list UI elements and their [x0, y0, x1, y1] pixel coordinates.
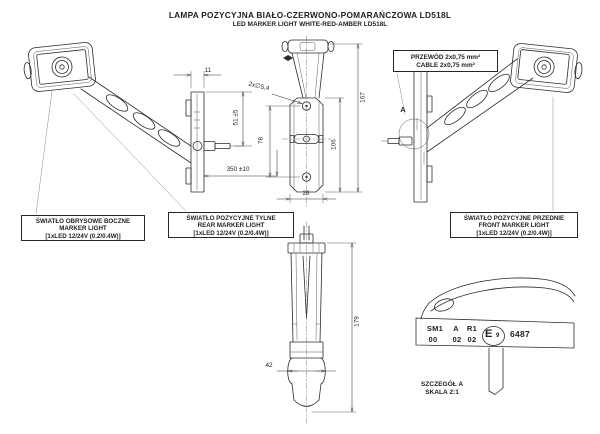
- dim-cable-length: 350 ±10: [226, 166, 250, 173]
- marking-02a: 02: [452, 335, 462, 344]
- e-mark-letter: E: [485, 328, 493, 340]
- rear-marker-en: REAR MARKER LIGHT: [197, 222, 265, 230]
- view-front-bracket: [265, 35, 363, 207]
- marking-02b: 02: [467, 335, 477, 344]
- e-mark-number: 6487: [509, 329, 531, 339]
- title-english: LED MARKER LIGHT WHITE-RED-AMBER LD518L: [232, 21, 388, 28]
- cable-callout-box: PRZEWÓD 2x0,75 mm² CABLE 2x0,75 mm²: [393, 50, 498, 72]
- front-marker-en: FRONT MARKER LIGHT: [478, 222, 550, 230]
- marking-a: A: [453, 324, 459, 333]
- title-polish: LAMPA POZYCYJNA BIAŁO-CZERWONO-POMARAŃCZ…: [168, 10, 452, 20]
- drawing-title: LAMPA POZYCYJNA BIAŁO-CZERWONO-POMARAŃCZ…: [80, 10, 540, 28]
- front-marker-spec: [1xLED 12/24V (0.2/0.4W)]: [476, 229, 552, 237]
- dim-hole-spacing: 78: [257, 136, 265, 145]
- dim-lamp-height: 179: [353, 316, 361, 327]
- dim-bracket-width: 11: [204, 67, 212, 74]
- detail-a-circle: [398, 118, 430, 150]
- rear-marker-pl: ŚWIATŁO POZYCYJNE TYLNE: [186, 214, 276, 222]
- e-mark-approval-circle: [482, 326, 505, 346]
- view-side-assembly: [23, 42, 277, 193]
- side-marker-en: MARKER LIGHT: [59, 225, 107, 233]
- marking-sm1: SM1: [426, 324, 444, 333]
- dim-lamp-diameter: 42: [265, 362, 273, 369]
- dim-overall-height: 167: [359, 92, 367, 103]
- view-bottom-lamp: [276, 221, 357, 425]
- marking-00: 00: [428, 335, 438, 344]
- e-mark-country: 9: [496, 333, 500, 339]
- detail-caption-scale: SKALA 2:1: [425, 389, 459, 396]
- marking-r1: R1: [466, 324, 478, 333]
- dim-mount-height: 51 ±5: [232, 109, 240, 126]
- side-marker-pl: ŚWIATŁO OBRYSOWE BOCZNE: [35, 217, 131, 225]
- leader-lines: [35, 72, 554, 215]
- front-marker-callout-box: ŚWIATŁO POZYCYJNE PRZEDNIE FRONT MARKER …: [450, 212, 578, 238]
- cable-callout-pl: PRZEWÓD 2x0,75 mm²: [410, 53, 481, 61]
- rear-marker-callout-box: ŚWIATŁO POZYCYJNE TYLNE REAR MARKER LIGH…: [168, 212, 294, 238]
- side-marker-spec: [1xLED 12/24V (0.2/0.4W)]: [45, 232, 121, 240]
- dim-plate-height: 106: [330, 139, 338, 150]
- detail-marker-label: A: [400, 105, 406, 114]
- detail-caption-title: SZCZEGÓŁ A: [420, 381, 464, 388]
- dim-plate-width: 26: [302, 190, 310, 197]
- detail-a-drawing: [415, 277, 576, 395]
- rear-marker-spec: [1xLED 12/24V (0.2/0.4W)]: [193, 229, 269, 237]
- cable-callout-en: CABLE 2x0,75 mm²: [416, 61, 475, 69]
- side-marker-callout-box: ŚWIATŁO OBRYSOWE BOCZNE MARKER LIGHT [1x…: [21, 215, 145, 241]
- front-marker-pl: ŚWIATŁO POZYCYJNE PRZEDNIE: [463, 214, 565, 222]
